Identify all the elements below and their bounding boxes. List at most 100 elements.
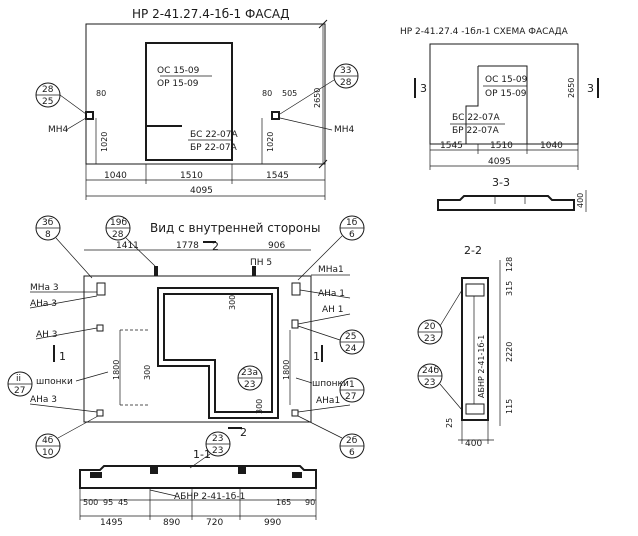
facade-callout-left-top: 28 [42, 85, 54, 95]
inner-title: Вид с внутренней стороны [150, 221, 320, 235]
facade-callout-right-top: 33 [340, 66, 351, 76]
inner-label-an1: АН 1 [322, 305, 344, 315]
inner-section-2-top: 2 [212, 240, 219, 253]
inner-section-2-bottom: 2 [240, 426, 247, 439]
facade-door-top: БС 22-07А [190, 130, 238, 140]
inner-label-pn5: ПН 5 [250, 258, 272, 268]
inner-callout-r1-top: 25 [345, 332, 356, 342]
inner-label-ana3-bottom: АНа 3 [30, 395, 57, 405]
facade-door-bottom: БР 22-07А [190, 143, 238, 153]
section-2-2-title: 2-2 [464, 244, 482, 257]
section-3-3-dim-400: 400 [576, 193, 585, 208]
scheme-dim-1510: 1510 [490, 141, 513, 151]
facade-window-opening [145, 42, 233, 161]
section-2-2-profile [461, 277, 489, 421]
section-2-2-dim-128: 128 [505, 257, 514, 272]
section-2-2-dim-2220: 2220 [505, 342, 514, 362]
section-2-2-callout-2-bottom: 23 [424, 378, 435, 388]
scheme-dim-1545: 1545 [440, 141, 463, 151]
section-1-1-dim-90: 90 [305, 498, 315, 507]
section-1-1-dim-95: 95 [103, 498, 113, 507]
inner-callout-bl-top: 4б [42, 436, 54, 446]
inner-dim-1800-left: 1800 [112, 360, 121, 380]
facade-window-bottom: ОР 15-09 [157, 79, 199, 89]
inner-label-mna1: МНа1 [318, 265, 344, 275]
scheme-dim-2650: 2650 [567, 78, 576, 98]
section-2-2: 2-2 АБНР 2-41-1б-1 128 315 2220 115 25 2… [417, 244, 514, 449]
section-1-1-mark: АБНР 2-41-1б-1 [174, 492, 245, 502]
inner-plate-br [291, 409, 299, 417]
section-3-3-profile [437, 195, 575, 211]
inner-dim-1411: 1411 [116, 241, 139, 251]
inner-callout-tr-bottom: 6 [349, 230, 355, 240]
inner-label-ana3-top: АНа 3 [30, 299, 57, 309]
section-1-1-callout-bottom: 23 [212, 446, 223, 456]
section-2-2-dim-25: 25 [445, 418, 454, 428]
inner-callout-l-top: ii [16, 374, 21, 384]
facade-dim-total: 4095 [190, 186, 213, 196]
inner-label-ana1-top: АНа 1 [318, 289, 345, 299]
inner-callout-top-bottom: 28 [112, 230, 124, 240]
inner-plate-r [291, 319, 299, 329]
section-1-1-dim-1495: 1495 [100, 518, 123, 528]
facade-label-right: МН4 [334, 125, 355, 135]
scheme-section-right: 3 [587, 82, 594, 95]
inner-callout-l-bottom: 27 [14, 386, 25, 396]
inner-label-ana1-bottom: АНа1 [316, 396, 340, 406]
inner-view: Вид с внутренней стороны 1800 1800 300 3… [7, 215, 365, 459]
section-2-2-callout-2-top: 24б [422, 366, 439, 376]
inner-callout-r2-bottom: 27 [345, 392, 356, 402]
inner-callout-r1-bottom: 24 [345, 344, 357, 354]
facade-title: НР 2-41.27.4-1б-1 ФАСАД [132, 7, 290, 21]
section-3-3-title: 3-3 [492, 176, 510, 189]
facade-dim-1020-right: 1020 [266, 132, 275, 152]
section-3-3: 3-3 400 [437, 176, 587, 212]
facade-dim-1020-left: 1020 [100, 132, 109, 152]
inner-label-an3: АН 3 [36, 330, 58, 340]
inner-dim-1778: 1778 [176, 241, 199, 251]
scheme-window-top: ОС 15-09 [485, 75, 528, 85]
facade-plate-right [271, 111, 280, 120]
inner-callout-tl-bottom: 8 [45, 230, 51, 240]
section-2-2-callout-1-bottom: 23 [424, 334, 435, 344]
inner-callout-br-top: 2б [346, 436, 358, 446]
facade-callout-right-bottom: 28 [340, 78, 352, 88]
inner-section-1-right: 1 [313, 350, 320, 363]
inner-dim-1800-right: 1800 [282, 360, 291, 380]
inner-loop-left [154, 266, 158, 276]
scheme-door-top: БС 22-07А [452, 113, 500, 123]
section-2-2-dim-315: 315 [505, 281, 514, 296]
inner-opening-inner [163, 293, 273, 413]
facade-dim-80-left: 80 [96, 89, 106, 98]
inner-label-shponki-right: шпонки [312, 379, 349, 389]
inner-callout-br-bottom: 6 [349, 448, 355, 458]
facade-dim-1545: 1545 [266, 171, 289, 181]
section-2-2-dim-115: 115 [505, 399, 514, 414]
section-1-1-dim-500: 500 [83, 498, 98, 507]
inner-plate-tr [291, 282, 301, 296]
inner-callout-tl-top: 3б [42, 218, 54, 228]
facade-dim-1510: 1510 [180, 171, 203, 181]
scheme-window-bottom: ОР 15-09 [485, 89, 527, 99]
section-1-1: 1-1 23 23 АБНР 2-41-1б-1 500 95 45 165 9… [79, 431, 317, 528]
inner-callout-top-top: 19б [110, 218, 127, 228]
scheme-dim-1040: 1040 [540, 141, 563, 151]
scheme-title: НР 2-41.27.4 -1бл-1 СХЕМА ФАСАДА [400, 27, 569, 37]
inner-plate-tl [96, 282, 106, 296]
facade-dim-505: 505 [282, 89, 297, 98]
scheme-door-bottom: БР 22-07А [452, 126, 500, 136]
scheme-dim-total: 4095 [488, 157, 511, 167]
inner-loop-right [252, 266, 256, 276]
inner-label-mna3: МНа 3 [30, 283, 59, 293]
facade-callout-left-bottom: 25 [42, 97, 53, 107]
inner-dim-300-b: 300 [143, 365, 152, 380]
inner-dim-300-c: 300 [255, 399, 264, 414]
section-2-2-mark: АБНР 2-41-1б-1 [477, 335, 486, 398]
facade-dim-80-right: 80 [262, 89, 272, 98]
inner-dim-300-a: 300 [228, 295, 237, 310]
inner-plate-bl [96, 409, 104, 417]
inner-section-1-left: 1 [59, 350, 66, 363]
facade-view: НР 2-41.27.4-1б-1 ФАСАД ОС 15-09 ОР 15-0… [35, 7, 359, 200]
section-1-1-callout-top: 23 [212, 434, 223, 444]
